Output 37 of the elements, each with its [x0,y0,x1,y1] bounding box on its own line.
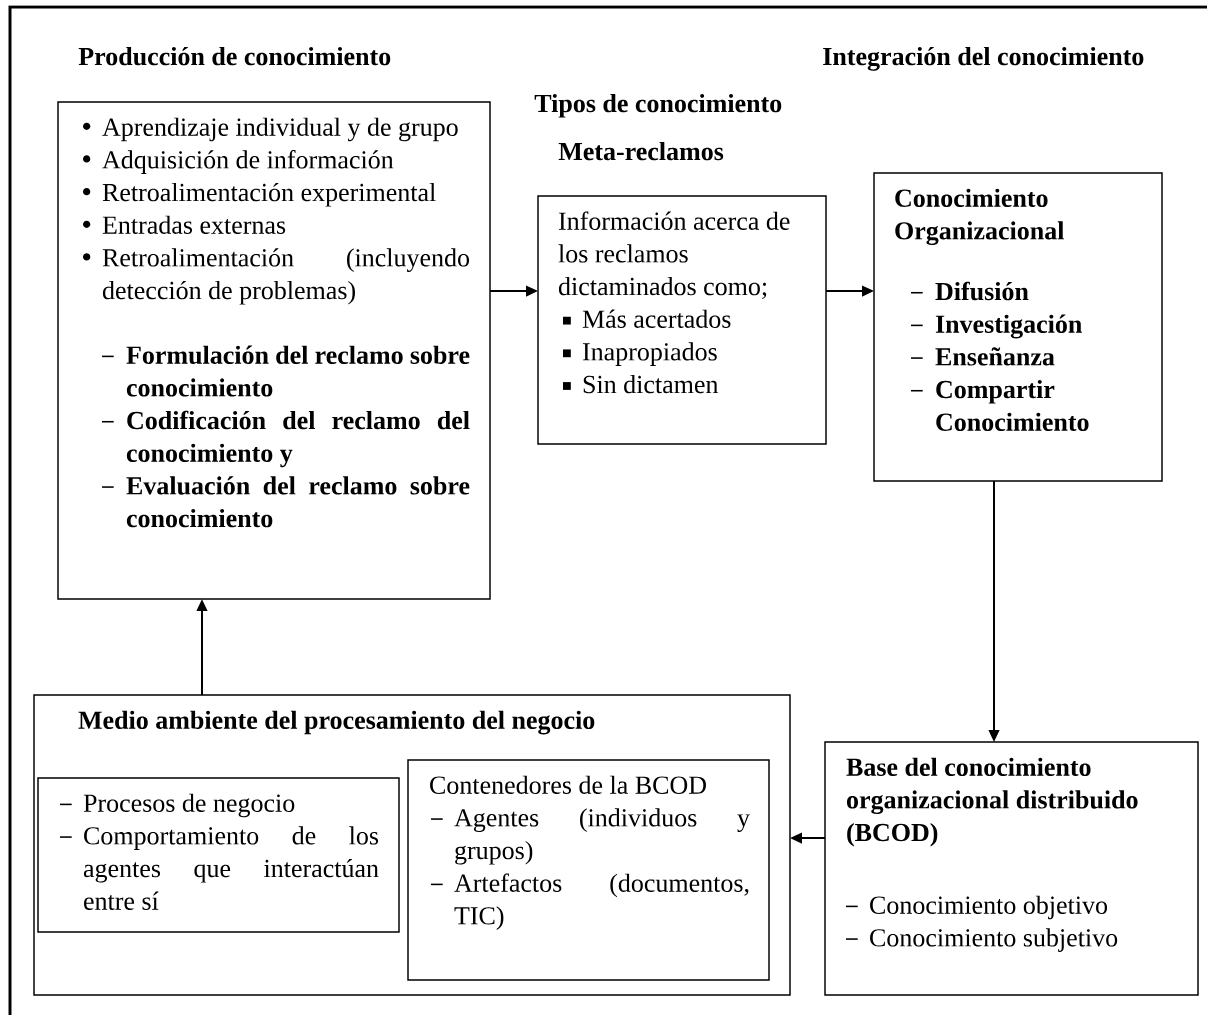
list-item: Aprendizaje individual y de grupo [83,117,458,142]
environment-box [33,694,791,996]
list-item: Procesos de negocio [59,793,295,818]
list-item: Conocimiento objetivo [845,895,1108,920]
list-item: Formulación del reclamo sobre conocimiento [101,345,470,397]
list-item: Conocimiento subjetivo [845,928,1118,952]
list-item: Adquisición de información [83,150,394,174]
list-item: Retroalimentación experimental [83,182,436,207]
section-heading: Integración del conocimiento [823,46,1144,71]
section-heading: Producción de conocimiento [78,46,391,66]
list-item: Entradas externas [83,215,286,234]
box-heading: Medio ambiente del procesamiento del negocio [78,710,595,735]
list-item: Inapropiados [563,342,717,366]
list-item: Artefactos (documentos, TIC) [430,873,749,930]
list-item: Retroalimentación (incluyendo detección de problemas) [83,248,470,305]
list-item: Codificación del reclamo del conocimiento y [101,410,470,468]
list-item: Más acertados [563,309,731,328]
process-box [824,741,1199,996]
list-item: Agentes (individuos y grupos) [430,808,750,865]
process-box [57,101,491,600]
process-box [37,777,400,933]
list-item: Comportamiento de los agentes que interactúan entre sí [59,826,379,910]
list-item: Sin dictamen [563,375,719,394]
box-heading: Contenedores de la BCOD [430,775,706,794]
process-box [873,172,1163,482]
body-text: Información acerca de los reclamos dictaminados como; [558,211,790,299]
process-box [537,195,827,445]
section-heading: Tipos de conocimiento [534,94,782,118]
list-item: Compartir Conocimiento [910,380,1089,431]
list-item: Investigación [910,314,1082,339]
process-box [407,759,770,981]
section-heading: Meta-reclamos [558,142,724,161]
list-item: Difusión [910,281,1029,301]
box-heading: Base del conocimiento organizacional distribuido (BCOD) [846,757,1138,847]
box-heading: Conocimiento Organizacional [895,188,1064,246]
list-item: Evaluación del reclamo sobre conocimiento [101,476,470,528]
list-item: Enseñanza [910,347,1055,366]
